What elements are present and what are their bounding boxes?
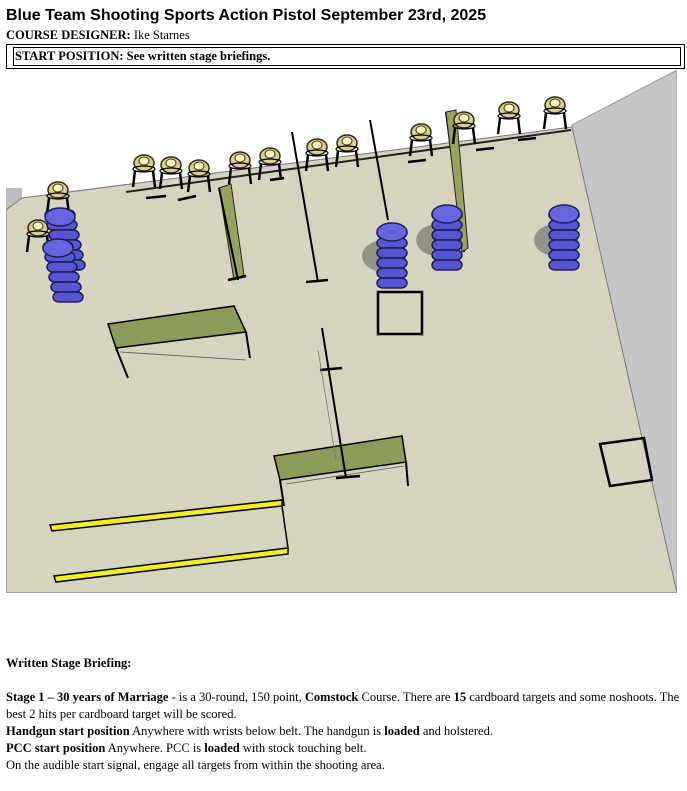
- course-designer: COURSE DESIGNER: Ike Starnes: [6, 27, 190, 43]
- handgun-text-1: Anywhere with wrists below belt. The han…: [129, 724, 385, 738]
- barrel-stack-center: [362, 222, 408, 289]
- fault-lines: [48, 499, 289, 583]
- page-title: Blue Team Shooting Sports Action Pistol …: [6, 7, 487, 24]
- start-position-box: START POSITION: See written stage briefi…: [6, 44, 685, 69]
- written-stage-briefing: Written Stage Briefing: Stage 1 – 30 yea…: [6, 655, 682, 774]
- stage-diagram: [6, 70, 677, 593]
- stage-description: Stage 1 – 30 years of Marriage - is a 30…: [6, 689, 682, 723]
- left-wall: [6, 188, 22, 210]
- stage-label: Stage 1 – 30 years of Marriage: [6, 690, 169, 704]
- pcc-label: PCC start position: [6, 741, 106, 755]
- handgun-start: Handgun start position Anywhere with wri…: [6, 723, 682, 740]
- barrel-stack-left: [42, 207, 86, 303]
- shooting-box-center: [376, 290, 424, 336]
- stage-text-1: - is a 30-round, 150 point,: [168, 690, 305, 704]
- pcc-loaded: loaded: [204, 741, 240, 755]
- designer-label: COURSE DESIGNER:: [6, 28, 131, 42]
- range-floor: [6, 126, 677, 593]
- start-position-inner-frame: [13, 47, 681, 66]
- stage-text-2: Course. There are: [358, 690, 454, 704]
- designer-name: Ike Starnes: [133, 28, 190, 42]
- table-left: [107, 305, 251, 379]
- center-pole: [317, 327, 361, 480]
- course-type: Comstock: [304, 690, 359, 704]
- vision-barrier-center: [291, 131, 329, 284]
- pcc-text-1: Anywhere. PCC is: [105, 741, 205, 755]
- barrel-stack-mid-right: [416, 204, 463, 271]
- stage-text-3: cardboard targets and some noshoots. The…: [6, 690, 680, 721]
- target-count: 15: [453, 690, 467, 704]
- pcc-start: PCC start position Anywhere. PCC is load…: [6, 740, 682, 757]
- handgun-label: Handgun start position: [6, 724, 130, 738]
- start-position-text: START POSITION: See written stage briefi…: [15, 49, 271, 63]
- table-center: [273, 435, 409, 507]
- briefing-heading: Written Stage Briefing:: [6, 656, 132, 670]
- handgun-text-2: and holstered.: [419, 724, 493, 738]
- pcc-text-2: with stock touching belt.: [239, 741, 367, 755]
- barrel-stack-right: [534, 204, 580, 271]
- shooting-box-right: [598, 436, 654, 488]
- vision-barrier-left: [218, 183, 247, 282]
- start-signal-instruction: On the audible start signal, engage all …: [6, 758, 385, 772]
- handgun-loaded: loaded: [384, 724, 420, 738]
